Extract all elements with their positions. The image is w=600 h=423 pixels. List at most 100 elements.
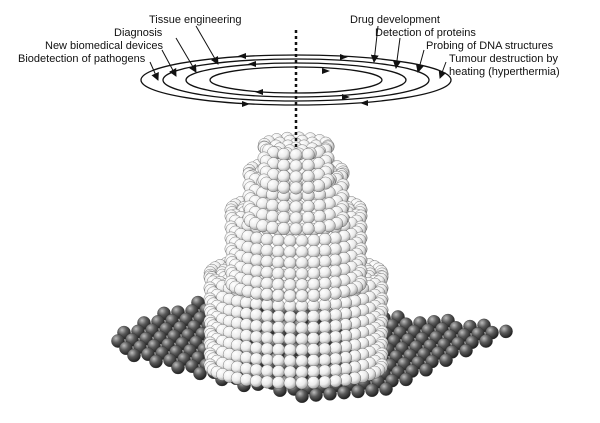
tower-sphere-tier-2	[271, 245, 285, 258]
tower-sphere-tier-3	[301, 200, 315, 213]
tower-sphere-tier-1	[307, 376, 320, 389]
tower-sphere-tier-3	[289, 222, 303, 236]
tower-sphere-tier-2	[318, 244, 332, 257]
tower-sphere-tier-1	[272, 343, 285, 356]
orbit-arrow-icon	[360, 100, 368, 106]
tower-sphere-tier-3	[266, 210, 279, 223]
tower-sphere-tier-1	[283, 321, 297, 335]
tower-sphere-tier-4	[289, 148, 303, 162]
tower-sphere-tier-4	[277, 170, 291, 183]
tower-sphere-tier-3	[266, 199, 279, 212]
tower-sphere-tier-2	[318, 255, 332, 268]
tower-sphere-tier-2	[295, 267, 309, 281]
tower-sphere-tier-2	[271, 289, 285, 302]
tower-sphere-tier-4	[289, 159, 303, 173]
tower-sphere-tier-1	[260, 320, 274, 334]
tower-sphere-tier-1	[295, 332, 309, 346]
substrate-sphere	[419, 363, 433, 377]
orbit-arrow-icon	[242, 101, 250, 107]
substrate-sphere	[171, 360, 185, 375]
tower-sphere-tier-3	[313, 221, 326, 234]
tower-sphere-tier-3	[277, 222, 291, 235]
tower-sphere-tier-1	[329, 341, 342, 355]
tower-sphere-tier-1	[295, 321, 309, 335]
tower-sphere-tier-4	[301, 159, 315, 172]
label-probing-of-dna-structures: Probing of DNA structures	[426, 40, 554, 52]
orbit-ring-third	[185, 62, 407, 98]
tower-sphere-tier-1	[272, 365, 285, 378]
tower-sphere-tier-3	[289, 200, 303, 214]
tower-sphere-tier-1	[283, 354, 297, 368]
substrate-sphere	[295, 389, 309, 403]
substrate-sphere	[399, 372, 413, 387]
substrate-sphere	[439, 353, 453, 367]
substrate-sphere	[459, 343, 473, 358]
tower-sphere-tier-2	[283, 267, 297, 281]
tower-sphere-tier-3	[289, 211, 303, 225]
tower-sphere-tier-2	[307, 278, 321, 291]
label-tumour-destruction-line1: Tumour destruction by	[449, 53, 559, 65]
tower-sphere-tier-4	[301, 181, 315, 194]
orbit-ring-inner	[209, 66, 383, 94]
tower-sphere-tier-1	[250, 308, 263, 322]
tower-sphere-tier-2	[307, 234, 321, 247]
tower-sphere-tier-1	[329, 308, 342, 322]
tower-sphere-tier-4	[301, 170, 315, 183]
tower-sphere-tier-1	[260, 309, 274, 323]
tower-sphere-tier-1	[260, 353, 274, 367]
substrate-sphere	[379, 382, 393, 396]
application-labels: Tissue engineering Diagnosis New biomedi…	[18, 14, 560, 78]
label-leader-lines	[149, 25, 447, 81]
tower-sphere-tier-1	[307, 365, 320, 378]
tower-sphere-tier-2	[295, 245, 309, 259]
tower-sphere-tier-1	[329, 297, 342, 311]
tower-sphere-tier-2	[295, 278, 309, 292]
substrate-sphere	[337, 385, 351, 400]
leader-probing-of-dna	[415, 49, 425, 73]
tower-sphere-tier-4	[301, 148, 315, 161]
tower-sphere-tier-1	[295, 376, 309, 390]
tower-sphere-tier-1	[283, 365, 297, 379]
label-new-biomedical-devices: New biomedical devices	[45, 40, 163, 52]
tower-sphere-tier-1	[329, 330, 342, 344]
tower-sphere-tier-1	[250, 352, 263, 366]
substrate-sphere	[365, 383, 379, 397]
substrate-sphere	[323, 387, 337, 401]
tower-sphere-tier-4	[277, 159, 291, 172]
tower-sphere-tier-2	[260, 288, 274, 301]
orbit-arrow-icon	[255, 89, 263, 95]
tower-sphere-tier-1	[295, 343, 309, 357]
tower-sphere-tier-3	[301, 222, 315, 235]
tower-sphere-tier-2	[260, 277, 274, 290]
tower-sphere-tier-1	[318, 342, 332, 356]
tower-sphere-tier-1	[272, 376, 285, 389]
tower-sphere-tier-1	[318, 309, 332, 323]
tower-sphere-tier-3	[277, 211, 291, 224]
tower-sphere-tier-2	[295, 256, 309, 270]
tower-sphere-tier-1	[250, 341, 263, 355]
tower-sphere-tier-1	[260, 331, 274, 345]
orbit-rings	[140, 54, 452, 106]
tower-sphere-tier-2	[307, 256, 321, 269]
label-tumour-destruction-line2: heating (hyperthermia)	[449, 66, 560, 78]
tower-sphere-tier-1	[307, 321, 320, 334]
tower-sphere-tier-1	[295, 365, 309, 379]
tower-sphere-tier-2	[307, 289, 321, 302]
leader-diagnosis	[175, 37, 197, 73]
tower-sphere-tier-1	[307, 343, 320, 356]
orbit-arrow-icon	[340, 54, 348, 60]
tower-sphere-tier-1	[283, 376, 297, 390]
tower-sphere-tier-1	[250, 363, 263, 377]
tower-sphere-tier-1	[250, 374, 263, 388]
tower-sphere-tier-2	[260, 233, 274, 246]
tower-sphere-tier-1	[307, 310, 320, 323]
tower-sphere-tier-2	[271, 256, 285, 269]
leader-tumour-destruction	[438, 61, 447, 79]
tower-sphere-tier-1	[318, 353, 332, 367]
orbit-arrowheads	[238, 53, 368, 107]
tower-sphere-tier-1	[283, 332, 297, 346]
label-tissue-engineering: Tissue engineering	[149, 14, 242, 26]
label-detection-of-proteins: Detection of proteins	[375, 27, 476, 39]
substrate-sphere	[127, 348, 141, 363]
